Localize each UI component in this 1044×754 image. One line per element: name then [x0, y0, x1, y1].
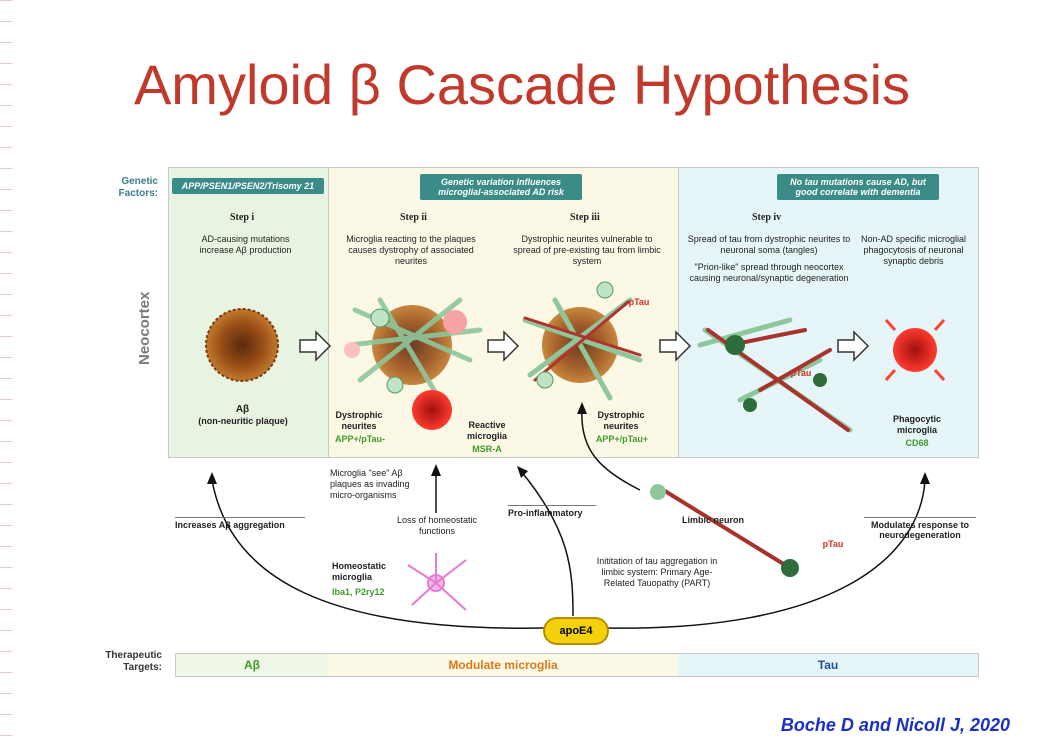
dystrophic-neurites-2-title: Dystrophic neurites — [597, 410, 645, 431]
step-iv-text-2: "Prion-like" spread through neocortex ca… — [689, 262, 849, 283]
citation-credit: Boche D and Nicoll J, 2020 — [780, 715, 1010, 735]
reactive-microglia-title: Reactive microglia — [466, 420, 507, 441]
page-title: Amyloid β Cascade Hypothesis — [133, 53, 911, 116]
therapeutic-targets-label: Therapeutic Targets: — [105, 650, 162, 673]
loss-homeostatic-label: Loss of homeostatic functions — [396, 515, 478, 536]
homeostatic-microglia-icon — [407, 553, 467, 611]
panel-tau — [678, 167, 979, 458]
step-ii-heading: Step ii — [400, 212, 427, 223]
homeostatic-microglia-marker: Iba1, P2ry12 — [332, 587, 385, 597]
increases-aggregation-label: Increases Aβ aggregation — [175, 517, 305, 530]
dystrophic-neurites-1-marker: APP+/pTau- — [334, 434, 386, 444]
step-iv-text: Spread of tau from dystrophic neurites t… — [687, 234, 851, 255]
step-i-heading: Step i — [230, 212, 255, 223]
step-iii-heading: Step iii — [570, 212, 600, 223]
step-arrow-icons — [299, 330, 870, 362]
tau-initiation-label: Inititation of tau aggregation in limbic… — [596, 556, 718, 588]
phagocytic-microglia-marker: CD68 — [905, 438, 929, 448]
ptau-label-3: pTau — [822, 539, 844, 549]
dystrophic-neurites-1-title: Dystrophic neurites — [335, 410, 383, 431]
step-iii-text: Dystrophic neurites vulnerable to spread… — [513, 234, 661, 266]
microglia-see-label: Microglia "see" Aβ plaques as invading m… — [330, 468, 410, 500]
target-microglia: Modulate microglia — [328, 654, 678, 676]
phagocytic-microglia-icon — [884, 318, 946, 382]
ptau-label-2: pTau — [790, 368, 812, 378]
panel-step-i — [168, 167, 330, 458]
ptau-label-1: pTau — [628, 297, 650, 307]
pro-inflammatory-label: Pro-inflammatory — [508, 505, 596, 518]
modulates-response-label: Modulates response to neurodegeneration — [864, 517, 976, 540]
apoe4-node: apoE4 — [543, 617, 609, 645]
genetic-badge-app: APP/PSEN1/PSEN2/Trisomy 21 — [172, 178, 324, 194]
amyloid-plaque-icon — [205, 308, 279, 382]
step-iv-heading: Step iv — [752, 212, 782, 223]
amyloid-plaque-subtitle: (non-neuritic plaque) — [198, 416, 288, 426]
target-tau: Tau — [678, 654, 978, 676]
step-ii-text: Microglia reacting to the plaques causes… — [346, 234, 476, 266]
amyloid-plaque-title: Aβ — [235, 404, 250, 415]
phagocytic-microglia-title: Phagocytic microglia — [892, 414, 941, 435]
reactive-microglia-marker: MSR-A — [472, 444, 502, 454]
page-edge-ruler — [0, 0, 12, 754]
microglia-cluster-icon — [344, 297, 483, 430]
pathway-arrows — [211, 409, 926, 629]
limbic-neuron-icon — [650, 484, 799, 577]
homeostatic-microglia-title: Homeostatic microglia — [332, 561, 387, 582]
genetic-badge-tau: No tau mutations cause AD, but good corr… — [777, 174, 939, 200]
therapeutic-targets-bar: Aβ Modulate microglia Tau — [175, 653, 979, 677]
target-amyloid: Aβ — [176, 654, 328, 676]
tau-neuron-network-icon — [697, 317, 853, 433]
genetic-factors-label: Genetic Factors: — [118, 176, 158, 199]
limbic-neuron-label: Limbic neuron — [682, 515, 745, 525]
step-i-text: AD-causing mutations increase Aβ product… — [199, 234, 292, 255]
dystrophic-neurites-2-marker: APP+/pTau+ — [595, 434, 649, 444]
step-v-text: Non-AD specific microglial phagocytosis … — [860, 234, 967, 266]
dystrophic-neurites-icon — [522, 281, 643, 401]
genetic-badge-microglia: Genetic variation influences microglial-… — [420, 174, 582, 200]
